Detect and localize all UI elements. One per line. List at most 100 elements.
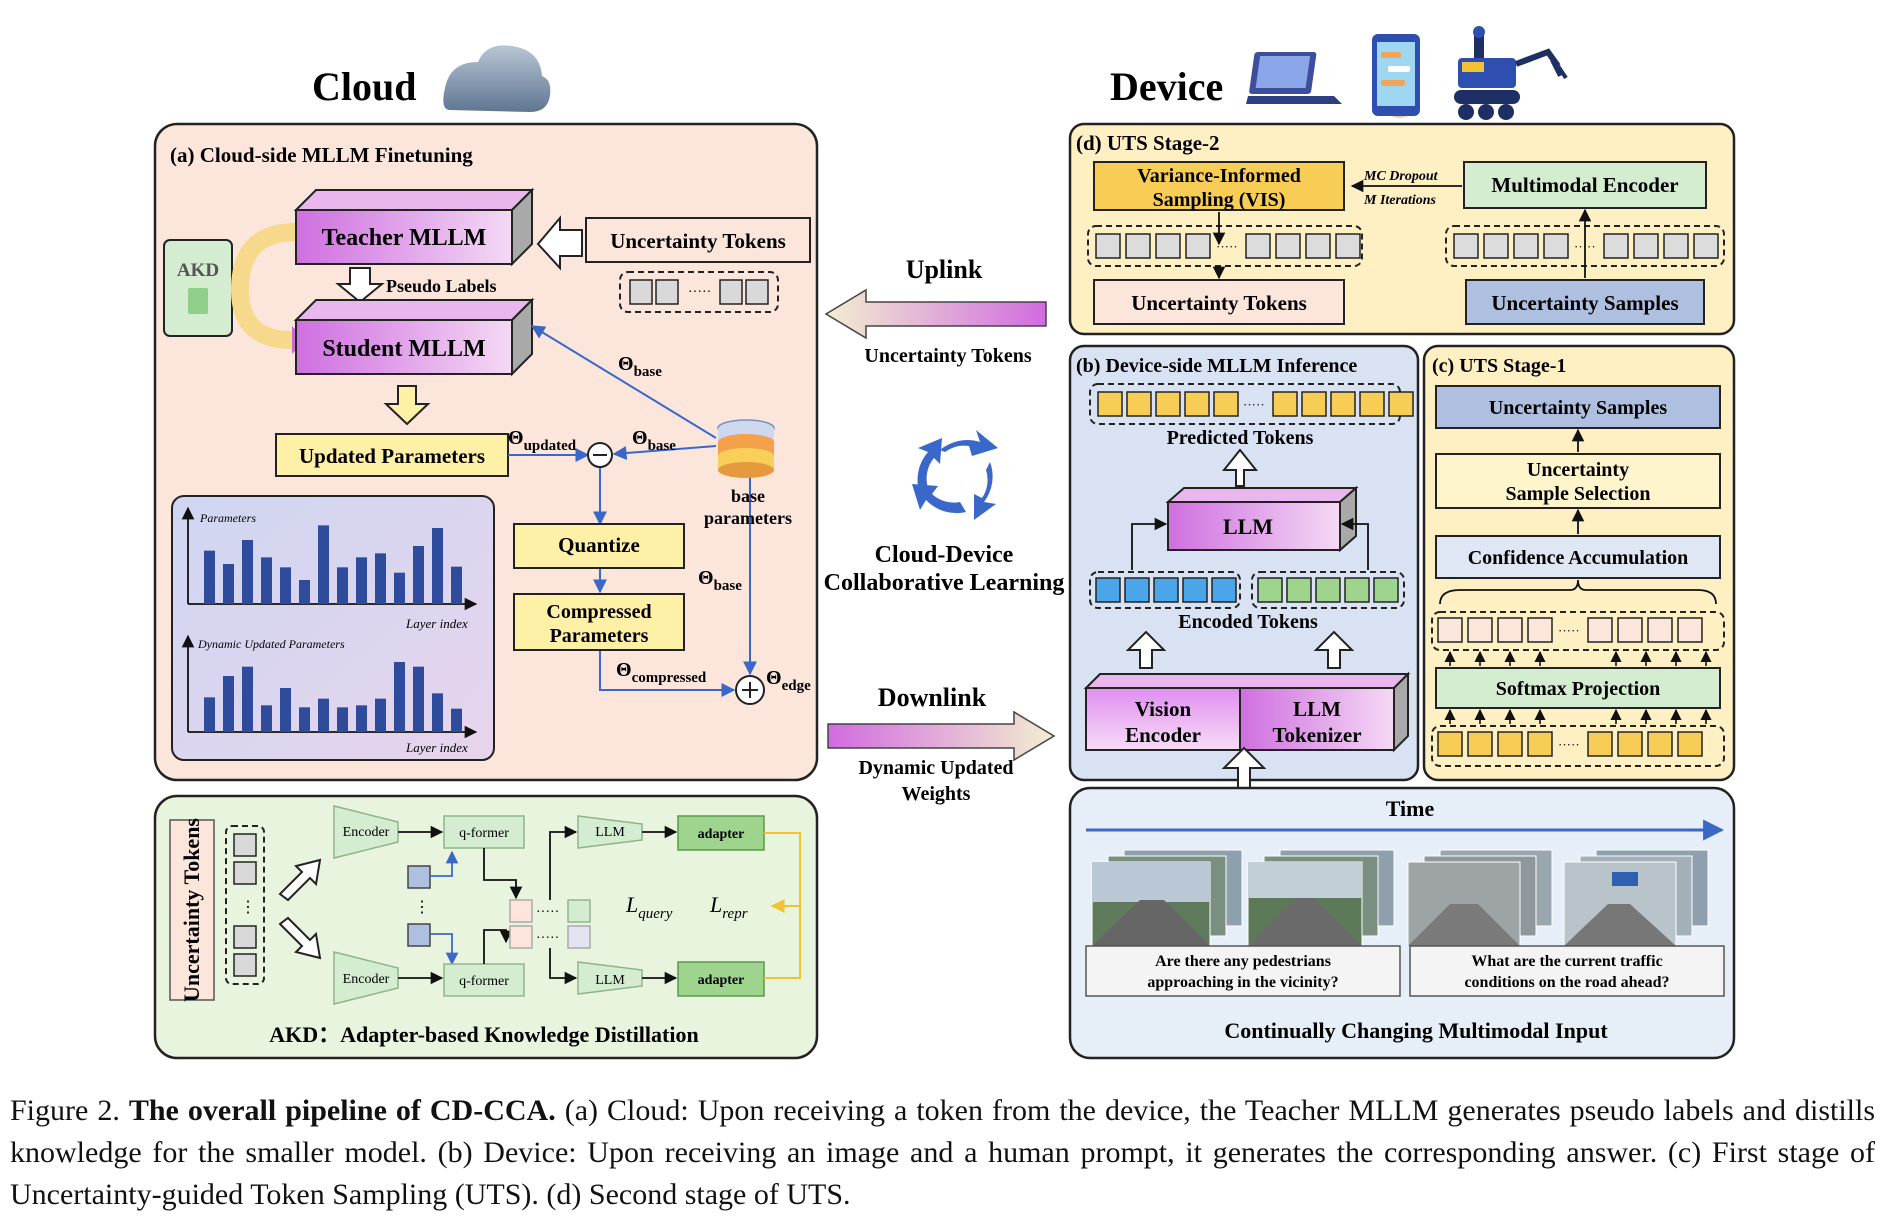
bar [318, 698, 329, 732]
prob-token [1587, 617, 1613, 643]
sample-token [1633, 233, 1659, 259]
smartphone-icon [1372, 34, 1420, 118]
vis-token [1245, 233, 1271, 259]
vision-token-sequence [1089, 571, 1241, 609]
input-token [1587, 731, 1613, 757]
bar [451, 566, 462, 604]
chart-top-label: Parameters [199, 511, 256, 525]
vision-token [1182, 577, 1208, 603]
vis-box[interactable] [1093, 161, 1345, 211]
llm-bottom[interactable] [577, 961, 643, 995]
llm-top[interactable] [577, 815, 643, 849]
bar [375, 553, 386, 604]
svg-text:·····: ····· [536, 931, 559, 946]
adapter-top[interactable] [677, 815, 765, 851]
theta-edge-label: Θedge [766, 667, 811, 694]
ellipsis: ····· [1243, 397, 1265, 412]
llm-tokenizer-label-2: Tokenizer [1272, 723, 1361, 747]
confidence-accumulation-box[interactable] [1435, 535, 1721, 579]
uncertainty-tokens-box [585, 217, 811, 263]
prob-token [1437, 617, 1463, 643]
quantize-box[interactable] [513, 523, 685, 569]
llm-bottom-label: LLM [595, 973, 625, 988]
svg-text:·····: ····· [536, 905, 559, 920]
encoder-top[interactable] [333, 805, 399, 859]
input-token [1467, 731, 1493, 757]
encoder-top-label: Encoder [343, 825, 390, 840]
compressed-parameters-box[interactable] [513, 593, 685, 651]
bar [223, 564, 234, 604]
cycle-icon [912, 430, 998, 520]
sample-token [1483, 233, 1509, 259]
multimodal-encoder-box[interactable] [1463, 161, 1707, 209]
vis-token [1185, 233, 1211, 259]
prompt-1-box[interactable] [1085, 945, 1401, 997]
uplink-label: Uplink [906, 255, 983, 284]
teacher-mllm-block[interactable] [293, 187, 535, 267]
encoder-bottom[interactable] [333, 951, 399, 1005]
text-token [1286, 577, 1312, 603]
bar [394, 572, 405, 604]
qformer-bottom-label: q-former [459, 974, 509, 989]
downlink-sub-label-2: Weights [902, 783, 971, 805]
input-token [1497, 731, 1523, 757]
vision-encoder-block[interactable] [1083, 671, 1411, 753]
l-repr-label: Lrepr [709, 892, 748, 922]
stage2-uncertainty-tokens-label: Uncertainty Tokens [1131, 291, 1307, 315]
llm-top-label: LLM [595, 825, 625, 840]
figure-caption-title: The overall pipeline of CD-CCA. [128, 1094, 556, 1127]
bar [280, 688, 291, 732]
akd-caption: AKD：Adapter-based Knowledge Distillation [269, 1022, 698, 1047]
teacher-mllm-label: Teacher MLLM [322, 225, 487, 251]
quantize-label: Quantize [558, 533, 640, 557]
sample-selection-box[interactable] [1435, 453, 1721, 509]
vision-to-encoded-arrow [1125, 630, 1167, 669]
student-mllm-block[interactable] [293, 297, 535, 377]
figure-caption: Figure 2. The overall pipeline of CD-CCA… [10, 1090, 1875, 1216]
stage2-uncertainty-tokens-box[interactable] [1093, 279, 1345, 325]
prompt-1-line-1: Are there any pedestrians [1155, 953, 1331, 970]
bar [451, 708, 462, 732]
dynamic-updated-bar-chart: Dynamic Updated Parameters Layer index [181, 634, 478, 755]
prob-token-sequence [1431, 611, 1725, 651]
llm-tokenizer-block[interactable] [1239, 687, 1395, 751]
updated-parameters-label: Updated Parameters [299, 444, 485, 468]
driving-frames-2 [1247, 849, 1395, 947]
pipeline-diagram: Cloud Device (a) Cloud-side MLLM Finetun… [153, 26, 1736, 1060]
panel-a-title: (a) Cloud-side MLLM Finetuning [170, 143, 473, 167]
downlink-arrow [827, 710, 1056, 762]
figure-caption-body: (a) Cloud: Upon receiving a token from t… [10, 1094, 1876, 1211]
akd-up-arrow [278, 858, 322, 902]
sample-token [1543, 233, 1569, 259]
text-token [1257, 577, 1283, 603]
bar [337, 567, 348, 604]
panel-c-title: (c) UTS Stage-1 [1432, 355, 1566, 377]
qformer-top[interactable] [443, 815, 525, 849]
qformer-bottom[interactable] [443, 963, 525, 997]
bar [413, 666, 424, 732]
predicted-token-sequence [1089, 383, 1401, 425]
adapter-bottom[interactable] [677, 961, 765, 997]
llm-tokenizer-label-1: LLM [1293, 697, 1341, 721]
stage1-samples-label: Uncertainty Samples [1489, 397, 1668, 419]
stage2-uncertainty-samples-box[interactable] [1465, 279, 1705, 325]
ellipsis: ····· [1558, 737, 1580, 752]
svg-text:⋮: ⋮ [240, 899, 256, 916]
softmax-projection-box[interactable] [1435, 667, 1721, 709]
bar [375, 698, 386, 732]
bar [261, 705, 272, 732]
vis-label-2: Sampling (VIS) [1153, 189, 1286, 211]
input-token [1677, 731, 1703, 757]
tokenizer-to-encoded-arrow [1313, 630, 1355, 669]
stage1-samples-box[interactable] [1435, 385, 1721, 429]
vision-token [1095, 577, 1121, 603]
text-token [1373, 577, 1399, 603]
prompt-2-box[interactable] [1409, 945, 1725, 997]
bar [299, 580, 310, 604]
confidence-accumulation-label: Confidence Accumulation [1468, 547, 1689, 569]
l-query-label: Lquery [625, 892, 673, 922]
prob-token [1467, 617, 1493, 643]
predicted-token [1301, 391, 1327, 417]
sample-token [1603, 233, 1629, 259]
predicted-token [1155, 391, 1181, 417]
